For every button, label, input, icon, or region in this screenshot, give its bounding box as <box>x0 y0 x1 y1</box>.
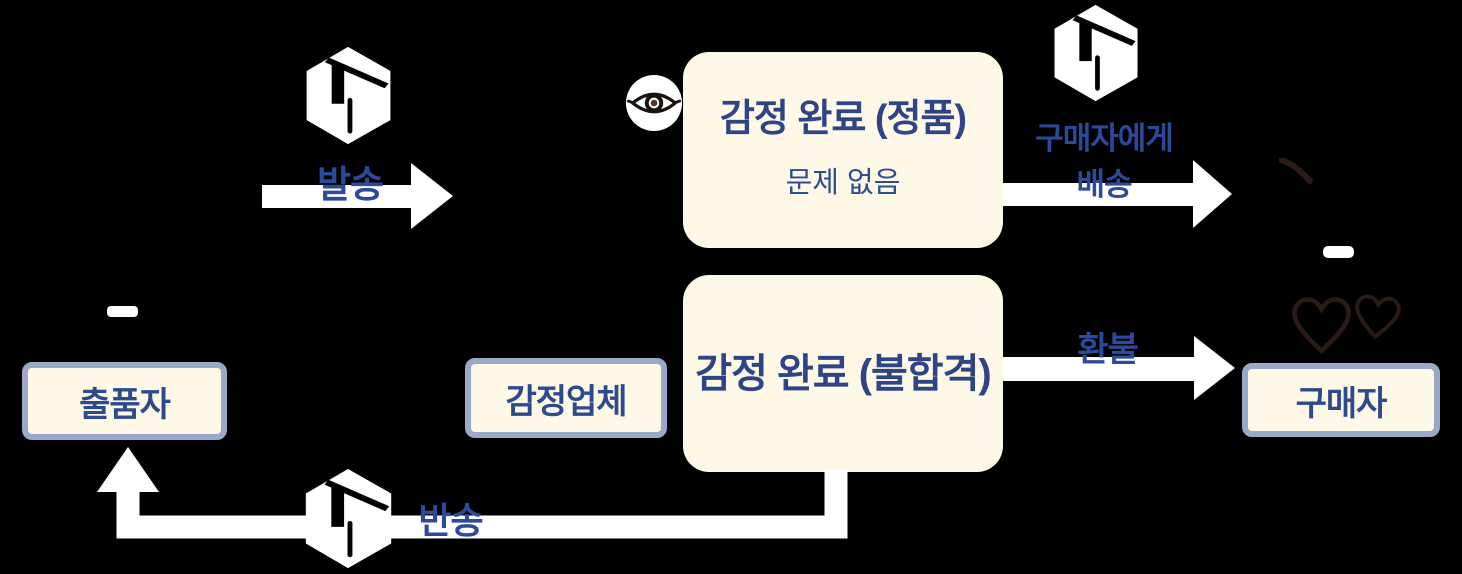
send-label: 발송 <box>316 164 384 205</box>
send-arrow <box>262 163 453 229</box>
return-path-arrow <box>97 447 848 539</box>
pass-result-card: 감정 완료 (정품) 문제 없음 <box>683 52 1003 248</box>
refund-label: 환불 <box>1077 331 1139 369</box>
fail-result-title: 감정 완료 (불합격) <box>695 351 991 396</box>
buyer-node-label: 구매자 <box>1295 384 1388 423</box>
deliver-arrow <box>1003 160 1232 228</box>
appraiser-node-label: 감정업체 <box>505 382 627 421</box>
return-label: 반송 <box>418 500 483 541</box>
seller-figure-mouth-dash <box>107 306 138 317</box>
pass-result-subtitle: 문제 없음 <box>785 166 901 199</box>
buyer-figure-arm-stroke <box>1279 158 1313 184</box>
buyer-node: 구매자 <box>1242 363 1440 437</box>
heart-outline-icon-large <box>1292 297 1351 354</box>
deliver-label-line2: 배송 <box>1076 167 1132 202</box>
pass-result-title: 감정 완료 (정품) <box>719 98 967 141</box>
appraiser-node: 감정업체 <box>465 358 667 438</box>
package-icon-return <box>305 468 392 569</box>
eye-icon <box>625 74 683 132</box>
seller-node: 출품자 <box>22 362 227 440</box>
refund-arrow <box>1003 336 1235 400</box>
buyer-figure-mouth-dash <box>1323 246 1354 258</box>
deliver-label-line1: 구매자에게 <box>1035 121 1174 156</box>
deliver-label: 구매자에게 배송 <box>1018 116 1190 208</box>
package-icon-send <box>306 46 391 145</box>
package-icon-deliver <box>1054 4 1138 102</box>
fail-result-card: 감정 완료 (불합격) <box>683 275 1003 472</box>
heart-outline-icon-small <box>1355 294 1401 340</box>
seller-node-label: 출품자 <box>79 385 171 424</box>
